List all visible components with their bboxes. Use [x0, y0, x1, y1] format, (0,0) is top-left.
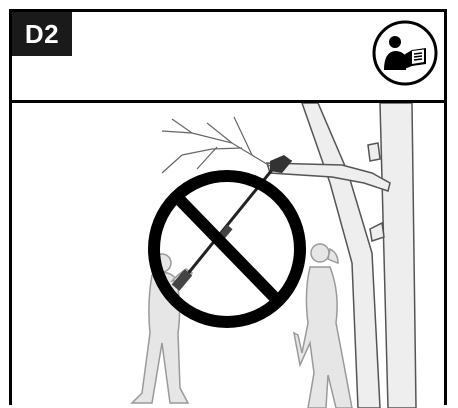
pruning-warning-illustration [12, 103, 444, 408]
no-symbol-icon [154, 176, 300, 322]
instruction-panel: D2 [9, 9, 447, 405]
panel-header: D2 [12, 12, 444, 103]
step-label-badge: D2 [12, 12, 72, 56]
read-manual-icon [372, 20, 438, 86]
